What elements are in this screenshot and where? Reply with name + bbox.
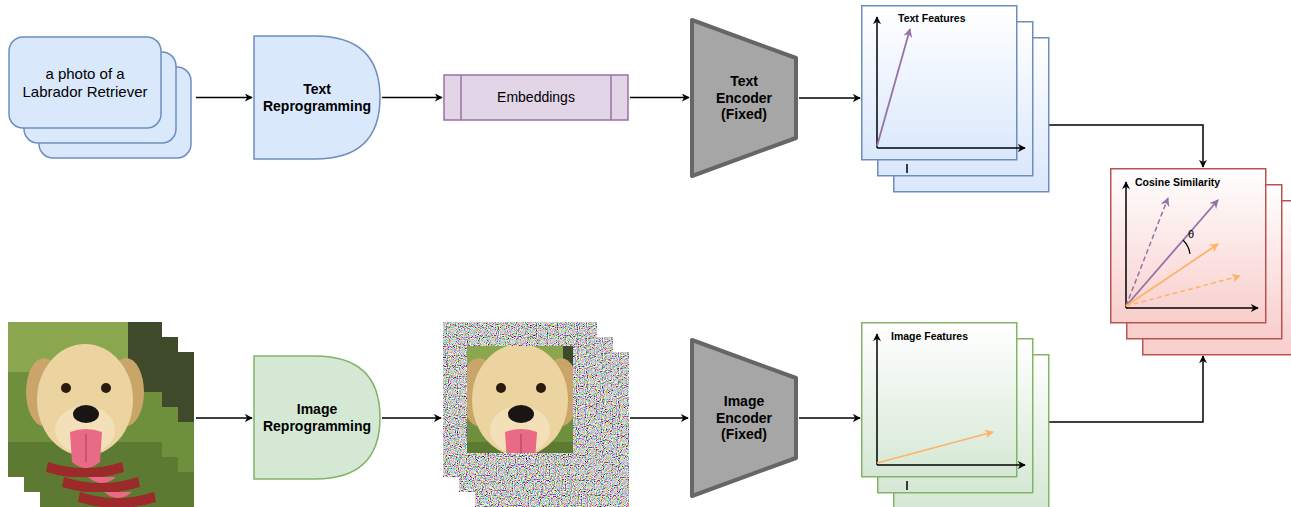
text-area: Cosine Similarity [1135,176,1260,189]
flow-arrow [1049,125,1203,167]
node-label: Embeddings [497,89,575,106]
flow-arrow [1049,356,1203,422]
node-label: Text Encoder (Fixed) [708,73,780,123]
flow-arrow [799,97,860,99]
text-area: Text Reprogramming [253,35,381,160]
text-area: Text Features [898,12,1011,25]
embedding-box: Embeddings [443,74,629,121]
feature-panel: Text Features [861,5,1049,192]
text-area: Image Reprogramming [253,355,381,480]
node-label: a photo of a Labrador Retriever [15,65,155,101]
node-outline [861,5,1049,192]
flow-arrow [196,97,252,99]
text-area: Image Features [891,330,1011,343]
reprogrammed-photo-stack [443,322,629,507]
feature-panel: Image Features [861,322,1049,507]
panel-title: Image Features [891,330,1011,343]
node-label: Image Encoder (Fixed) [708,393,780,443]
panel-title: Cosine Similarity [1135,176,1260,189]
angle-symbol: θ [1188,228,1194,240]
input-photo-stack [8,322,194,507]
node-label: Image Reprogramming [261,401,373,435]
reprogramming-module: Text Reprogramming [253,35,381,160]
text-area: a photo of a Labrador Retriever [8,36,162,129]
text-area: Image Encoder (Fixed) [690,338,798,498]
node-outline [1110,168,1291,355]
text-area: Embeddings [443,74,629,121]
text-area: Text Encoder (Fixed) [690,18,798,178]
node-outline [861,322,1049,507]
encoder-trapezoid: Text Encoder (Fixed) [690,18,798,178]
flow-arrow [799,417,860,419]
node-label: Text Reprogramming [261,81,373,115]
flow-arrow [382,97,442,99]
reprogramming-module: Image Reprogramming [253,355,381,480]
panel-title: Text Features [898,12,1011,25]
encoder-trapezoid: Image Encoder (Fixed) [690,338,798,498]
similarity-panel: Cosine Similarity [1110,168,1291,355]
flow-arrow [630,97,689,99]
prompt-card-stack: a photo of a Labrador Retriever [8,36,195,159]
